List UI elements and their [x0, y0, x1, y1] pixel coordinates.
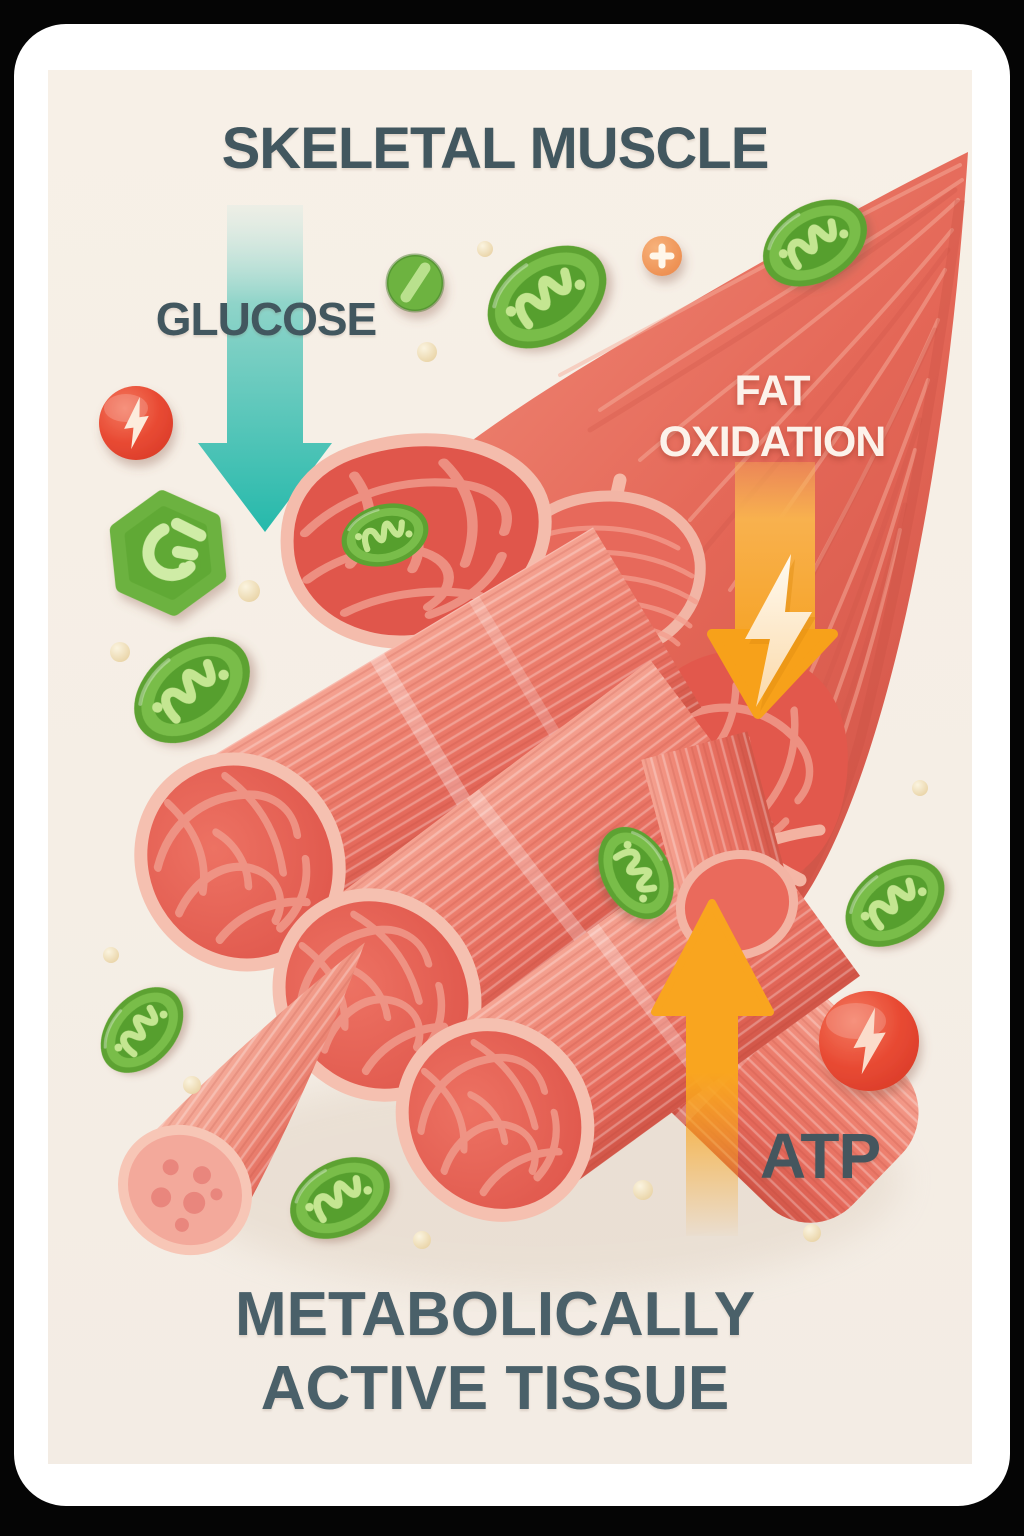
lightning-badge-icon: [819, 991, 919, 1091]
muscle-fiber-bundle-marbled: [280, 433, 552, 649]
nutrient-dot-icon: [477, 241, 493, 257]
plus-badge-icon: [642, 236, 682, 276]
glucose-arrow-down-icon: [198, 205, 332, 532]
mitochondrion-icon: [829, 841, 961, 965]
fat-oxidation-arrow-down-icon: [707, 462, 838, 719]
nutrient-dot-icon: [912, 780, 928, 796]
mitochondrion-icon: [84, 971, 200, 1089]
atp-label: ATP: [759, 1120, 881, 1192]
nutrient-dot-icon: [110, 642, 130, 662]
nutrient-dot-icon: [803, 1224, 821, 1242]
nutrient-dot-icon: [238, 580, 260, 602]
fat-oxidation-label-line2: OXIDATION: [658, 417, 887, 466]
footer-caption-line2: ACTIVE TISSUE: [260, 1354, 730, 1424]
fiber-speckles: [151, 1159, 223, 1232]
muscle-fiber-cylinder: [103, 527, 702, 1002]
muscle-illustration: [48, 152, 968, 1290]
atp-arrow-up-icon: [651, 899, 774, 1236]
nutrient-dot-icon: [413, 1231, 431, 1249]
nutrient-dot-icon: [183, 1076, 201, 1094]
nutrient-dot-icon: [633, 1180, 653, 1200]
glucose-label: GLUCOSE: [155, 293, 377, 345]
poster-card: SKELETAL MUSCLE GLUCOSE FAT OXIDATION AT…: [14, 24, 1010, 1506]
vitamin-pill-icon: [385, 253, 445, 313]
lightning-badge-icon: [99, 386, 173, 460]
footer-caption: METABOLICALLY ACTIVE TISSUE: [235, 1278, 755, 1427]
glucose-hexagon-icon: [109, 490, 227, 616]
muscle-fiber-thin: [118, 942, 365, 1256]
nutrient-dot-icon: [103, 947, 119, 963]
poster-panel: SKELETAL MUSCLE GLUCOSE FAT OXIDATION AT…: [48, 70, 972, 1464]
fat-oxidation-label-line1: FAT: [734, 367, 810, 415]
nutrient-dot-icon: [417, 342, 437, 362]
lightning-bolt-icon: [745, 554, 816, 712]
page-title: SKELETAL MUSCLE: [221, 116, 770, 181]
nutrient-dots: [103, 241, 928, 1249]
footer-caption-line1: METABOLICALLY: [234, 1280, 756, 1349]
fat-oxidation-label: FAT OXIDATION: [658, 366, 887, 467]
